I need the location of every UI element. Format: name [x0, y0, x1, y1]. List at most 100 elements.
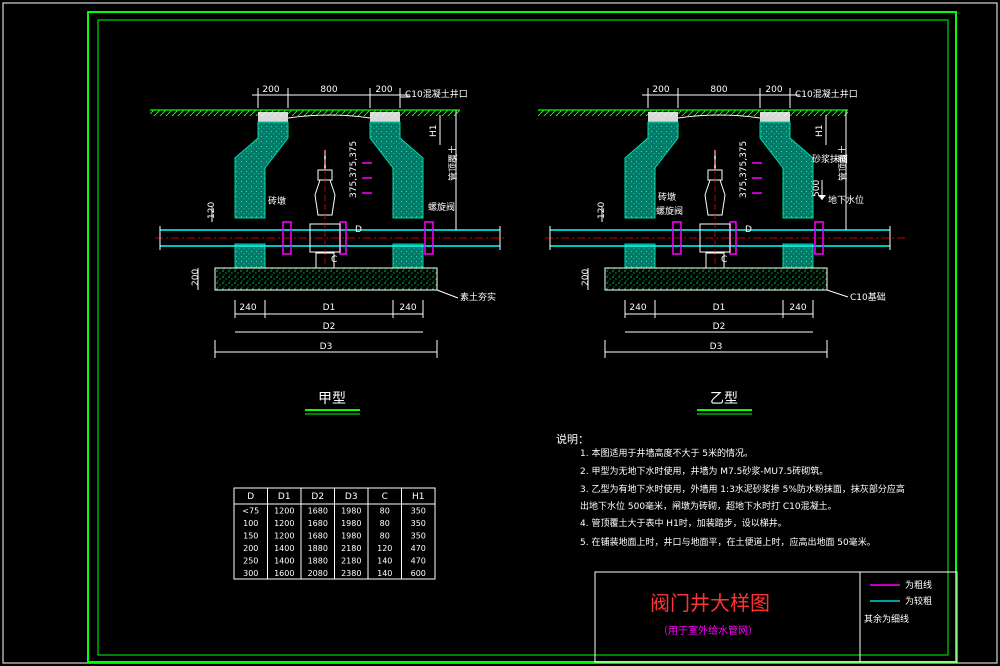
well-cover-right	[370, 112, 400, 122]
dim-base-200: 200	[191, 269, 201, 286]
note-item: 5. 在铺装地面上时，井口与地面平，在土便道上时，应高出地面 50毫米。	[580, 536, 876, 548]
table-cell: 1600	[274, 569, 294, 578]
legend-rest: 其余为细线	[864, 613, 909, 625]
drawing-subtitle: （用于室外给水管网）	[658, 624, 758, 637]
table-cell: 250	[243, 557, 258, 566]
well-wall-left	[234, 121, 289, 219]
drawing-frame	[87, 11, 957, 663]
table-cell: 150	[243, 532, 258, 541]
dim-240-left: 240	[239, 303, 256, 313]
legend-thick: 为粗线	[905, 579, 932, 591]
pipe-diameter-label: D	[355, 225, 362, 235]
type-a-label: 甲型	[318, 391, 346, 407]
table-cell: 1980	[341, 519, 361, 528]
table-cell: 120	[377, 544, 392, 553]
dim-h1: H1	[429, 125, 439, 138]
cover-depth-label: 管顶覆土	[837, 145, 849, 181]
note-item: 3. 乙型为有地下水时使用，外墙用 1:3水泥砂浆掺 5%防水粉抹面，抹灰部分应…	[580, 483, 905, 495]
cover-depth-label: 管顶覆土	[447, 145, 459, 181]
type-b-section: 200 800 200 C10混凝土井口 H1 管顶覆土 375,375,375…	[538, 85, 905, 415]
dim-gw-500: 500	[812, 180, 822, 197]
table-cell: 300	[243, 569, 258, 578]
type-b-label: 乙型	[710, 391, 738, 407]
valve-c-label: C	[721, 255, 727, 265]
note-item: 1. 本图适用于井墙高度不大于 5米的情况。	[580, 447, 753, 459]
pipe-diameter-label: D	[745, 225, 752, 235]
well-cover-left	[258, 112, 288, 122]
label-c10-base: C10基础	[850, 291, 886, 303]
dim-top-left: 200	[262, 85, 279, 95]
inner-frame	[97, 19, 949, 656]
table-cell: 1200	[274, 532, 294, 541]
foundation-base	[604, 267, 828, 291]
table-cell: 1680	[308, 532, 328, 541]
table-cell: 1980	[341, 532, 361, 541]
label-valve: 螺旋阀	[428, 201, 455, 213]
table-cell: 1680	[308, 519, 328, 528]
table-cell: 1880	[308, 544, 328, 553]
legend-medium: 为较粗	[905, 595, 932, 607]
table-cell: 80	[380, 519, 390, 528]
label-compacted-soil: 素土夯实	[460, 291, 496, 303]
dim-d1: D1	[323, 303, 336, 313]
dim-h1: H1	[815, 125, 825, 138]
table-cell: 2380	[341, 569, 361, 578]
type-a-section: 200 800 200 C10混凝土井口 H1 管顶覆土 375,375,375…	[150, 85, 505, 415]
dim-d2: D2	[713, 322, 726, 332]
table-header-cell: D2	[311, 492, 324, 502]
foundation-base	[214, 267, 438, 291]
dim-top-mid: 800	[320, 85, 337, 95]
table-cell: 350	[411, 519, 426, 528]
table-cell: <75	[242, 507, 259, 516]
table-cell: 470	[411, 544, 426, 553]
drawing-title: 阀门井大样图	[650, 591, 770, 615]
side-dims: 375,375,375	[349, 141, 359, 198]
dim-d2: D2	[323, 322, 336, 332]
table-cell: 1680	[308, 507, 328, 516]
table-cell: 600	[411, 569, 426, 578]
dim-top-mid: 800	[710, 85, 727, 95]
callout-well-mouth: C10混凝土井口	[795, 88, 858, 100]
table-cell: 80	[380, 507, 390, 516]
table-cell: 350	[411, 532, 426, 541]
title-block: 阀门井大样图 （用于室外给水管网） 为粗线 为较粗 其余为细线	[594, 571, 958, 663]
well-wall-right	[369, 121, 424, 219]
table-cell: 1200	[274, 507, 294, 516]
dim-d3: D3	[710, 342, 723, 352]
table-cell: 200	[243, 544, 258, 553]
table-cell: 1880	[308, 557, 328, 566]
notes-heading: 说明：	[556, 432, 589, 446]
note-item: 出地下水位 500毫米，闸墩为砖砌，超地下水时打 C10混凝土。	[580, 500, 837, 512]
table-cell: 100	[243, 519, 258, 528]
callout-well-mouth: C10混凝土井口	[405, 88, 468, 100]
label-brick: 砖墩	[268, 195, 286, 207]
table-cell: 350	[411, 507, 426, 516]
table-cell: 1400	[274, 557, 294, 566]
table-cell: 2180	[341, 557, 361, 566]
dim-240-right: 240	[789, 303, 806, 313]
table-cell: 1400	[274, 544, 294, 553]
note-item: 4. 管顶覆土大于表中 H1时，加装踏步，设以梯井。	[580, 517, 787, 529]
well-wall-right	[759, 121, 814, 219]
dim-240-right: 240	[399, 303, 416, 313]
table-cell: 470	[411, 557, 426, 566]
note-item: 2. 甲型为无地下水时使用，井墙为 M7.5砂浆-MU7.5砖砌筑。	[580, 465, 828, 477]
table-header-cell: D3	[345, 492, 358, 502]
label-valve: 螺旋阀	[656, 205, 683, 217]
dim-base-200: 200	[581, 269, 591, 286]
table-header-cell: C	[382, 492, 388, 502]
label-mortar: 砂浆抹面	[812, 153, 848, 165]
dim-d1: D1	[713, 303, 726, 313]
dim-top-left: 200	[652, 85, 669, 95]
table-header-cell: D1	[278, 492, 291, 502]
table-header-cell: H1	[412, 492, 425, 502]
ground-hatch	[150, 110, 460, 116]
valve-c-label: C	[331, 255, 337, 265]
table-cell: 140	[377, 557, 392, 566]
table-cell: 2180	[341, 544, 361, 553]
table-cell: 140	[377, 569, 392, 578]
side-dims: 375,375,375	[739, 141, 749, 198]
